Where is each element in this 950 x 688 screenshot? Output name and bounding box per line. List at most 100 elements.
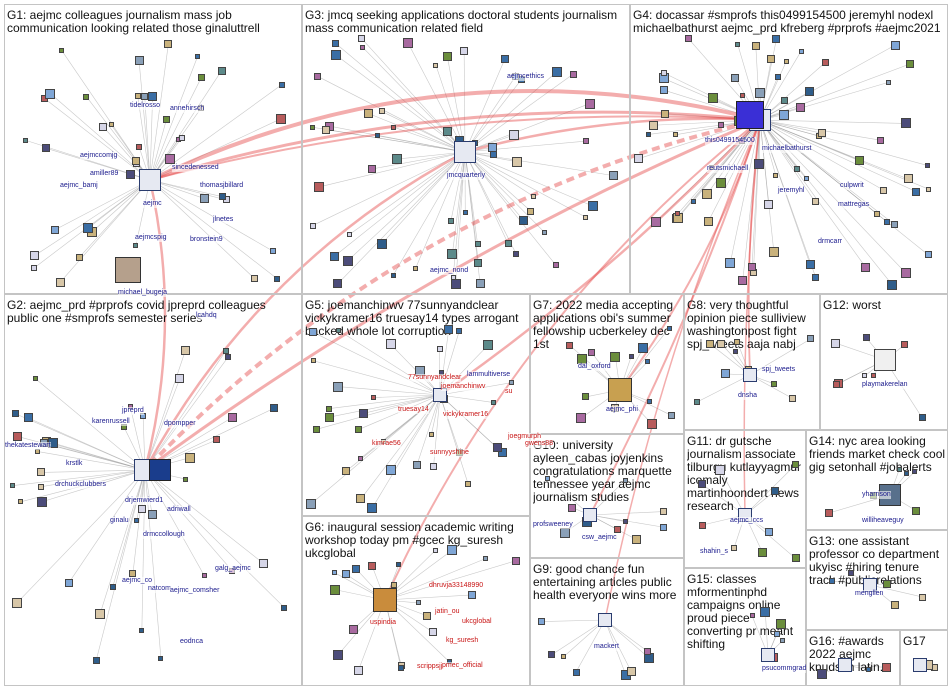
node-g1-8[interactable]: [197, 73, 205, 81]
node-g14-0[interactable]: [912, 469, 918, 475]
node-g4-12[interactable]: [735, 42, 741, 48]
node-label-g2-11[interactable]: natcom: [148, 585, 171, 593]
node-g5-18[interactable]: [444, 324, 454, 334]
node-g2-18[interactable]: [258, 558, 268, 568]
node-g3-58[interactable]: [368, 164, 377, 173]
node-g5-31[interactable]: [332, 381, 343, 392]
node-g5-0[interactable]: [371, 395, 377, 401]
node-g2-prd[interactable]: [149, 459, 171, 481]
node-g3-35[interactable]: [314, 181, 325, 192]
node-g8-2[interactable]: [694, 399, 701, 406]
node-g10-1[interactable]: [660, 508, 668, 516]
node-label-g3-0[interactable]: aejmcethics: [507, 73, 544, 81]
node-g4-43[interactable]: [661, 70, 668, 77]
node-g10-6[interactable]: [631, 535, 641, 544]
node-g5-29[interactable]: [492, 443, 502, 453]
node-g1-hub[interactable]: [139, 169, 161, 191]
node-g3-21[interactable]: [378, 108, 385, 115]
node-g5-4[interactable]: [342, 467, 351, 476]
node-g3-30[interactable]: [531, 194, 537, 200]
node-label-g5-0[interactable]: lammultiverse: [467, 371, 511, 379]
node-g4-36[interactable]: [925, 186, 931, 192]
node-g4-47[interactable]: [767, 55, 776, 64]
node-g1-36[interactable]: [83, 223, 94, 234]
node-g4-15[interactable]: [905, 60, 914, 68]
node-label-g2-3[interactable]: thekatestewart: [5, 442, 51, 450]
node-g4-59[interactable]: [783, 58, 789, 64]
node-g1-13[interactable]: [278, 81, 285, 88]
node-g4-52[interactable]: [880, 186, 888, 194]
node-g4-55[interactable]: [778, 109, 789, 120]
node-g4-49[interactable]: [707, 93, 718, 104]
node-g9-3[interactable]: [572, 668, 580, 676]
node-g4-54[interactable]: [774, 73, 781, 80]
node-g1-29[interactable]: [199, 193, 209, 203]
node-g5-30[interactable]: [456, 327, 463, 334]
node-g3-13[interactable]: [376, 238, 387, 249]
node-g4-42[interactable]: [818, 129, 827, 138]
node-g2-10[interactable]: [158, 655, 164, 661]
node-g1-20[interactable]: [108, 122, 114, 128]
node-g3-31[interactable]: [391, 124, 397, 130]
node-g9-hub[interactable]: [598, 613, 612, 627]
node-g12-4[interactable]: [862, 373, 868, 379]
node-g5-hub[interactable]: [433, 388, 447, 402]
node-g1-26[interactable]: [45, 88, 56, 99]
node-label-g2-7[interactable]: adriwall: [167, 506, 191, 514]
node-label-g1-11[interactable]: michael_bugeja: [118, 289, 168, 297]
node-g4-21[interactable]: [739, 92, 745, 98]
node-g1-24[interactable]: [179, 134, 186, 141]
node-g2-17[interactable]: [137, 504, 146, 513]
node-g3-50[interactable]: [508, 130, 519, 141]
node-g3-46[interactable]: [475, 279, 485, 288]
node-g5-32[interactable]: [413, 460, 422, 469]
node-g15-5[interactable]: [776, 619, 786, 630]
node-g7-1[interactable]: [566, 341, 574, 349]
node-g7-5[interactable]: [575, 413, 586, 424]
node-label-g1-5[interactable]: aejmc: [143, 200, 162, 208]
node-g4-45[interactable]: [861, 262, 871, 272]
node-label-g1-2[interactable]: aejmccomjg: [80, 152, 118, 160]
node-g2-4[interactable]: [175, 373, 185, 383]
node-g1-23[interactable]: [141, 93, 149, 101]
node-g2-19[interactable]: [109, 583, 116, 590]
node-g3-5[interactable]: [333, 279, 343, 289]
node-g3-59[interactable]: [403, 38, 414, 49]
node-g6-0[interactable]: [333, 649, 344, 660]
node-g3-24[interactable]: [500, 55, 509, 64]
node-g2-2[interactable]: [184, 452, 195, 463]
node-g3-55[interactable]: [450, 278, 461, 289]
node-g3-37[interactable]: [474, 258, 483, 267]
node-g4-24[interactable]: [900, 268, 911, 279]
node-g5-15[interactable]: [483, 339, 494, 350]
node-g3-36[interactable]: [442, 127, 452, 137]
node-g4-19[interactable]: [890, 40, 900, 50]
node-g6-10[interactable]: [432, 547, 438, 553]
node-g4-27[interactable]: [660, 86, 668, 95]
node-g4-29[interactable]: [812, 273, 820, 281]
node-label-g1-6[interactable]: sincedenessed: [172, 164, 219, 172]
node-g4-13[interactable]: [651, 216, 662, 227]
node-label-g4-6[interactable]: drmcarr: [818, 238, 843, 246]
node-g6-8[interactable]: [332, 570, 338, 576]
node-g4-4[interactable]: [725, 258, 736, 269]
node-g16-hub[interactable]: [838, 658, 852, 672]
node-g4-11[interactable]: [754, 159, 765, 170]
node-label-g4-1[interactable]: michaelbathurst: [762, 145, 812, 153]
node-label-g5-2[interactable]: joemanchinwv: [441, 383, 486, 391]
node-label-g4-0[interactable]: this0499154500: [705, 137, 755, 145]
node-g9-6[interactable]: [560, 654, 566, 660]
node-g4-31[interactable]: [730, 73, 739, 82]
node-g2-0[interactable]: [12, 431, 22, 441]
node-g17-hub[interactable]: [913, 658, 927, 672]
node-g13-1[interactable]: [919, 593, 927, 601]
node-label-g13-0[interactable]: mengllen: [855, 590, 884, 598]
node-label-g4-5[interactable]: mattregas: [838, 201, 870, 209]
node-g3-54[interactable]: [322, 125, 331, 134]
node-g3-53[interactable]: [582, 214, 588, 220]
node-label-g2-13[interactable]: galg_aejmc: [215, 565, 251, 573]
node-g1-28[interactable]: [22, 137, 28, 143]
node-label-g5-1[interactable]: 77sunnyandclear: [408, 374, 462, 382]
node-g4-16[interactable]: [755, 88, 766, 99]
node-label-g12-0[interactable]: playmakerelan: [862, 381, 908, 389]
